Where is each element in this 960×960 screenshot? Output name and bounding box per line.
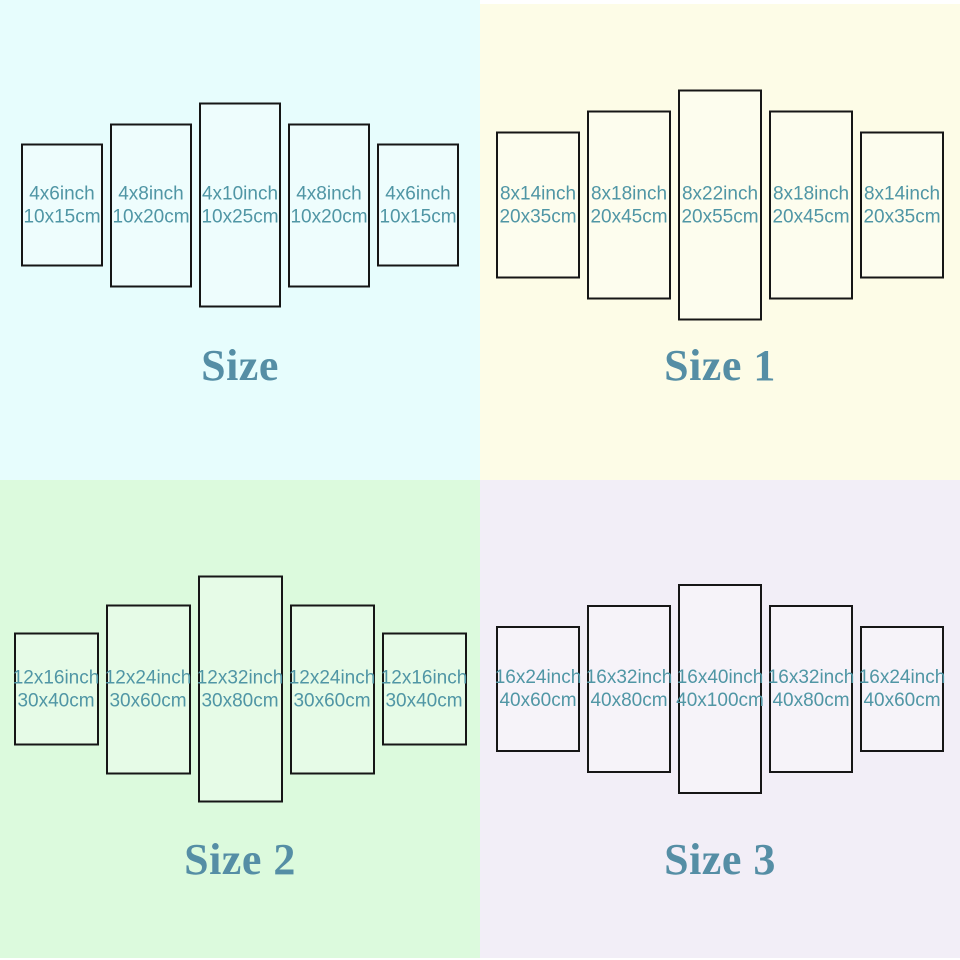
- panel-size-inch: 16x24inch: [858, 667, 946, 688]
- panel-size-cm: 20x55cm: [681, 206, 759, 227]
- panel-label: 8x14inch 20x35cm: [499, 182, 576, 228]
- quadrant-title: Size 2: [184, 835, 296, 884]
- panel-size-cm: 30x60cm: [293, 690, 371, 711]
- size-panel: 16x24inch 40x60cm: [495, 626, 582, 752]
- panel-size-inch: 16x32inch: [585, 667, 673, 688]
- panel-label: 4x10inch 10x25cm: [201, 182, 278, 228]
- panel-size-inch: 4x8inch: [118, 183, 184, 204]
- size-panel: 8x18inch 20x45cm: [587, 110, 671, 300]
- panel-size-cm: 10x15cm: [379, 206, 457, 227]
- panel-size-cm: 10x25cm: [201, 206, 279, 227]
- panel-size-cm: 20x35cm: [863, 206, 941, 227]
- quadrant-title: Size: [201, 341, 279, 390]
- panel-size-inch: 4x6inch: [29, 183, 95, 204]
- size-panel: 12x32inch 30x80cm: [197, 575, 284, 803]
- quadrant-size-3: 16x24inch 40x60cm 16x32inch 40x80cm 16x4…: [480, 480, 960, 960]
- quadrant-size: 4x6inch 10x15cm 4x8inch 10x20cm 4x10inch…: [0, 0, 480, 480]
- panel-size-inch: 12x16inch: [380, 667, 468, 688]
- panel-size-cm: 20x45cm: [772, 206, 850, 227]
- panel-row: 8x14inch 20x35cm 8x18inch 20x45cm 8x22in…: [480, 89, 960, 321]
- panel-label: 4x8inch 10x20cm: [290, 182, 367, 228]
- size-panel: 12x16inch 30x40cm: [381, 632, 468, 746]
- size-panel: 4x8inch 10x20cm: [110, 123, 192, 287]
- panel-row: 12x16inch 30x40cm 12x24inch 30x60cm 12x3…: [0, 575, 480, 803]
- size-panel: 8x22inch 20x55cm: [678, 89, 762, 321]
- panel-size-inch: 16x40inch: [676, 667, 764, 688]
- size-panel: 16x40inch 40x100cm: [676, 584, 764, 794]
- panel-size-inch: 12x24inch: [288, 667, 376, 688]
- panel-size-cm: 40x60cm: [863, 690, 941, 711]
- panel-size-inch: 4x8inch: [296, 183, 362, 204]
- size-panel: 4x6inch 10x15cm: [377, 143, 459, 267]
- size-panel: 16x32inch 40x80cm: [586, 605, 673, 773]
- panel-label: 16x40inch 40x100cm: [676, 666, 764, 712]
- panel-size-inch: 12x32inch: [196, 667, 284, 688]
- panel-size-cm: 30x60cm: [109, 690, 187, 711]
- panel-label: 16x32inch 40x80cm: [586, 666, 673, 712]
- quadrant-title: Size 3: [664, 835, 776, 884]
- panel-size-cm: 10x20cm: [112, 206, 190, 227]
- panel-label: 12x24inch 30x60cm: [105, 666, 192, 712]
- panel-size-inch: 12x16inch: [12, 667, 100, 688]
- panel-label: 16x24inch 40x60cm: [495, 666, 582, 712]
- white-edge-bottom: [0, 958, 960, 960]
- size-panel: 12x16inch 30x40cm: [13, 632, 100, 746]
- size-panel: 12x24inch 30x60cm: [289, 604, 376, 774]
- panel-size-cm: 10x15cm: [23, 206, 101, 227]
- white-edge-top: [480, 0, 960, 4]
- panel-size-cm: 10x20cm: [290, 206, 368, 227]
- quadrant-size-2: 12x16inch 30x40cm 12x24inch 30x60cm 12x3…: [0, 480, 480, 960]
- panel-size-cm: 40x100cm: [676, 690, 764, 711]
- size-panel: 16x24inch 40x60cm: [859, 626, 946, 752]
- size-panel: 8x14inch 20x35cm: [496, 131, 580, 279]
- size-panel: 16x32inch 40x80cm: [768, 605, 855, 773]
- panel-label: 8x22inch 20x55cm: [681, 182, 758, 228]
- panel-label: 16x24inch 40x60cm: [859, 666, 946, 712]
- panel-label: 12x32inch 30x80cm: [197, 666, 284, 712]
- panel-label: 4x6inch 10x15cm: [379, 182, 456, 228]
- size-panel: 12x24inch 30x60cm: [105, 604, 192, 774]
- panel-label: 12x24inch 30x60cm: [289, 666, 376, 712]
- panel-row: 16x24inch 40x60cm 16x32inch 40x80cm 16x4…: [480, 584, 960, 794]
- panel-size-cm: 30x40cm: [17, 690, 95, 711]
- panel-size-cm: 40x80cm: [590, 690, 668, 711]
- panel-size-inch: 8x14inch: [499, 183, 577, 204]
- panel-label: 4x8inch 10x20cm: [112, 182, 189, 228]
- panel-size-cm: 40x80cm: [772, 690, 850, 711]
- panel-label: 16x32inch 40x80cm: [768, 666, 855, 712]
- panel-size-inch: 4x6inch: [385, 183, 451, 204]
- panel-size-cm: 30x80cm: [201, 690, 279, 711]
- size-panel: 4x8inch 10x20cm: [288, 123, 370, 287]
- size-panel: 8x18inch 20x45cm: [769, 110, 853, 300]
- size-panel: 4x10inch 10x25cm: [199, 102, 281, 308]
- panel-label: 8x18inch 20x45cm: [590, 182, 667, 228]
- panel-size-inch: 4x10inch: [201, 183, 279, 204]
- panel-size-cm: 30x40cm: [385, 690, 463, 711]
- size-panel: 8x14inch 20x35cm: [860, 131, 944, 279]
- panel-size-cm: 20x45cm: [590, 206, 668, 227]
- panel-size-inch: 8x18inch: [590, 183, 668, 204]
- panel-size-inch: 16x24inch: [494, 667, 582, 688]
- panel-size-inch: 8x18inch: [772, 183, 850, 204]
- size-panel: 4x6inch 10x15cm: [21, 143, 103, 267]
- quadrant-size-1: 8x14inch 20x35cm 8x18inch 20x45cm 8x22in…: [480, 0, 960, 480]
- panel-label: 12x16inch 30x40cm: [13, 666, 100, 712]
- panel-size-inch: 8x14inch: [863, 183, 941, 204]
- panel-size-inch: 16x32inch: [767, 667, 855, 688]
- panel-size-cm: 20x35cm: [499, 206, 577, 227]
- panel-size-inch: 12x24inch: [104, 667, 192, 688]
- panel-size-inch: 8x22inch: [681, 183, 759, 204]
- quadrant-title: Size 1: [664, 341, 776, 390]
- panel-label: 12x16inch 30x40cm: [381, 666, 468, 712]
- panel-label: 8x14inch 20x35cm: [863, 182, 940, 228]
- panel-row: 4x6inch 10x15cm 4x8inch 10x20cm 4x10inch…: [0, 102, 480, 308]
- panel-label: 8x18inch 20x45cm: [772, 182, 849, 228]
- panel-size-cm: 40x60cm: [499, 690, 577, 711]
- panel-label: 4x6inch 10x15cm: [23, 182, 100, 228]
